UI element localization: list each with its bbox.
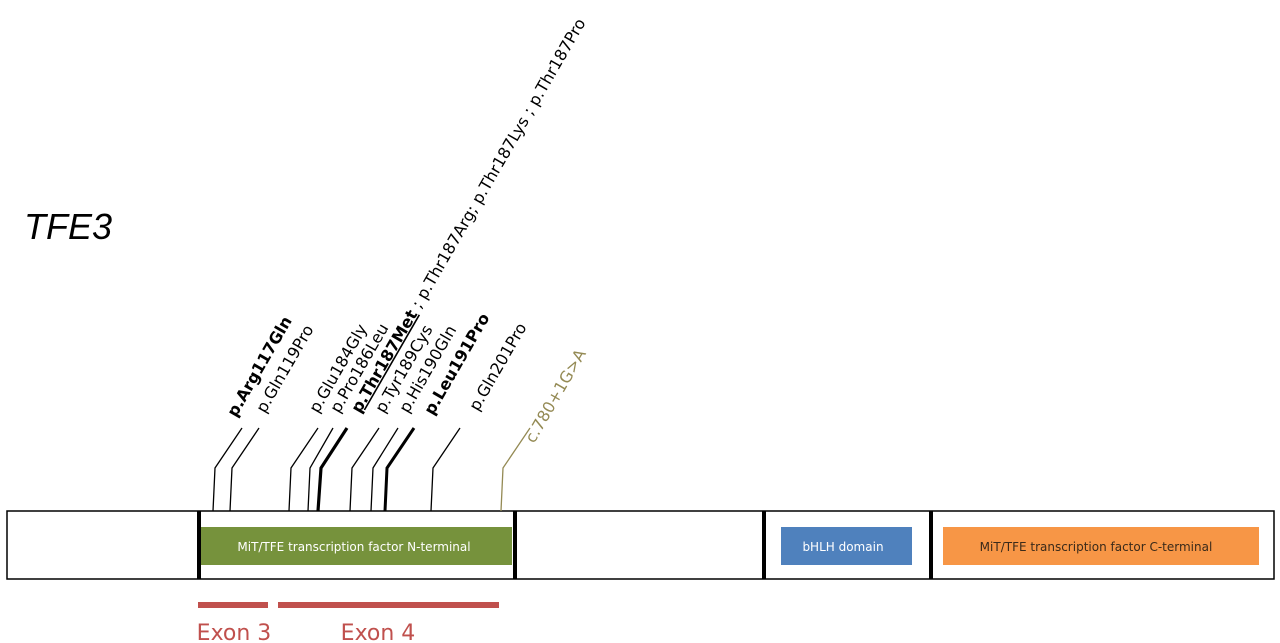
domain-label: MiT/TFE transcription factor N-terminal — [237, 540, 470, 554]
mutation-leader-line — [316, 427, 349, 512]
exon-label: Exon 3 — [197, 621, 272, 643]
mutation-leader-line — [349, 427, 380, 512]
domain-n-terminal: MiT/TFE transcription factor N-terminal — [201, 527, 512, 565]
exon-3: Exon 3 — [197, 602, 272, 643]
domain-label: MiT/TFE transcription factor C-terminal — [980, 540, 1213, 554]
mutation-leader-line — [430, 427, 461, 512]
exon-4: Exon 4 — [278, 602, 499, 643]
gene-title: TFE3 — [24, 206, 113, 247]
exon-label: Exon 4 — [341, 621, 416, 643]
mutation-label: c.780+1G>A — [521, 346, 590, 446]
mutation-leader-line — [212, 427, 243, 512]
mutation-leader-line — [229, 427, 260, 512]
mutation-leader-line — [288, 427, 319, 512]
mutation-leader-line — [500, 427, 531, 512]
mutation-leader-line — [383, 427, 416, 512]
mutation-leader-line — [307, 427, 334, 512]
domain-c-terminal: MiT/TFE transcription factor C-terminal — [943, 527, 1259, 565]
mutation-annotations: p.Arg117Glnp.Gln119Prop.Glu184Glyp.Pro18… — [212, 15, 590, 512]
domain-label: bHLH domain — [802, 540, 883, 554]
domain-bhlh: bHLH domain — [781, 527, 912, 565]
mutation-leader-line — [370, 427, 399, 512]
